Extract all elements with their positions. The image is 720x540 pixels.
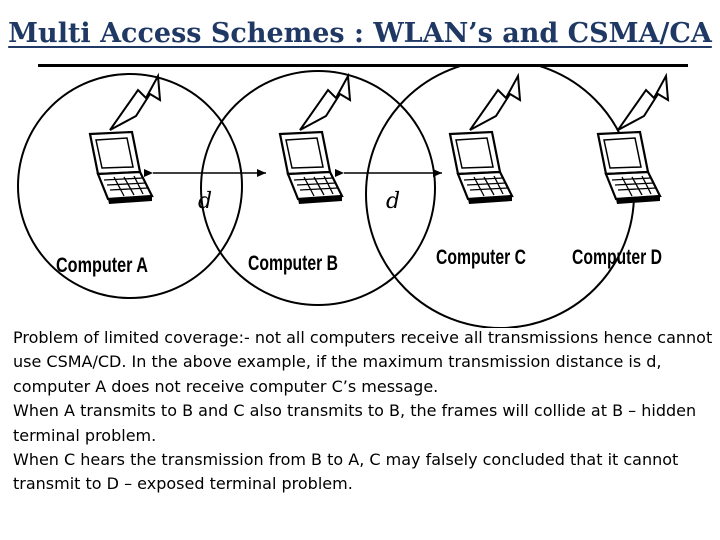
coverage-circle-a [17,73,243,299]
computer-label-d: Computer D [572,246,662,269]
computer-label-a: Computer A [56,254,148,277]
paragraph-hidden-terminal: When A transmits to B and C also transmi… [13,401,697,445]
distance-label-ab: d [198,189,212,214]
explanation-text: Problem of limited coverage:- not all co… [13,326,713,497]
paragraph-limited-coverage: Problem of limited coverage:- not all co… [13,328,713,396]
paragraph-exposed-terminal: When C hears the transmission from B to … [13,450,679,494]
computer-label-c: Computer C [436,246,526,269]
computer-label-b: Computer B [248,252,338,275]
laptop-icon-c [448,74,522,206]
coverage-circle-b [200,70,436,306]
distance-label-bc: d [386,189,400,214]
laptop-icon-b [278,74,352,206]
laptop-icon-a [88,74,162,206]
laptop-icon-d [596,74,670,206]
title-divider [38,64,688,67]
slide-title: Multi Access Schemes : WLAN’s and CSMA/C… [8,18,712,49]
wlan-diagram: d d Computer A Computer B Computer C Com… [17,66,670,328]
